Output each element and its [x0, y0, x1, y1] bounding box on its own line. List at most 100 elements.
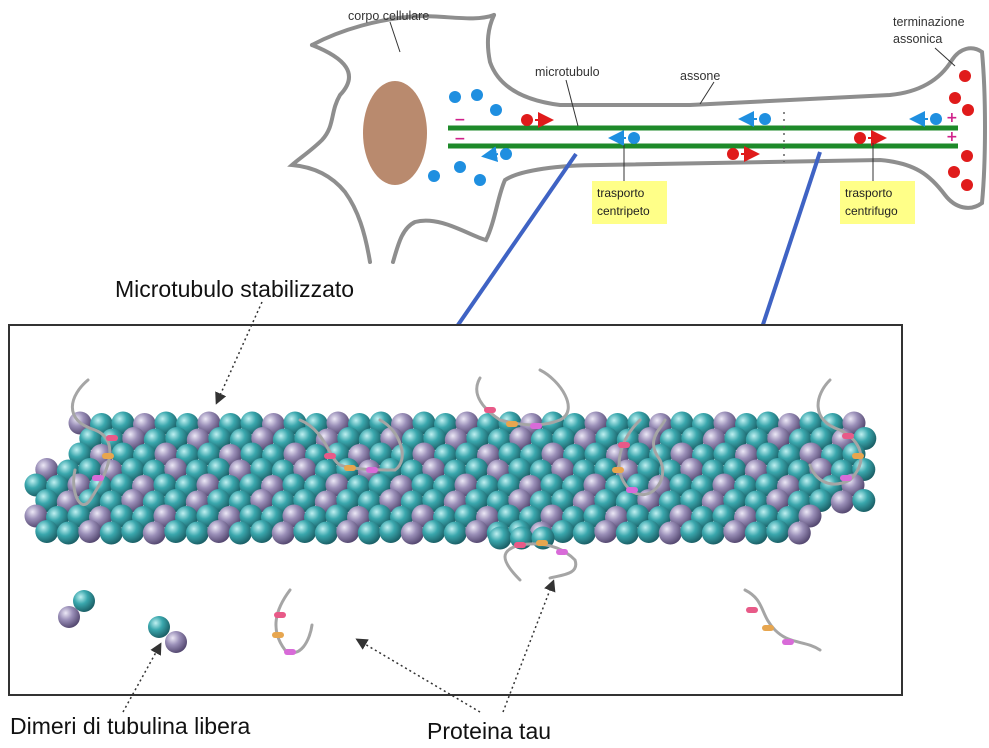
tubulin-subunit	[185, 521, 209, 545]
tubulin-subunit	[766, 520, 790, 543]
tubulin-subunit	[701, 521, 725, 545]
tubulin-subunit	[379, 520, 403, 543]
tau-binding-segment	[366, 467, 378, 473]
tubulin-subunit	[744, 521, 768, 545]
tubulin-subunit	[357, 521, 381, 545]
soma-vesicles	[428, 89, 502, 186]
tau-binding-segment	[782, 639, 794, 645]
tau-binding-segment	[556, 549, 568, 555]
tubulin-subunit	[56, 521, 80, 545]
tau-protein-label: Proteina tau	[427, 718, 551, 744]
minus-sign-lower: −	[454, 131, 466, 147]
tau-binding-segment	[272, 632, 284, 638]
pointer-tau-bound	[502, 579, 556, 713]
tubulin-subunit	[336, 520, 360, 543]
tau-binding-segment	[92, 475, 104, 481]
cell-body-label: corpo cellulare	[348, 9, 429, 23]
tau-binding-segment	[274, 612, 286, 618]
tau-proteins	[70, 368, 864, 655]
centripetal-note-line1: trasporto	[597, 186, 645, 200]
tau-binding-segment	[762, 625, 774, 631]
axon-terminal-label-line2: assonica	[893, 32, 942, 46]
pointer-stabilized	[215, 301, 263, 405]
centrifugal-note-line1: trasporto	[845, 186, 893, 200]
tubulin-subunit	[207, 520, 231, 543]
tubulin-subunit	[551, 520, 575, 543]
free-dimer-2-beta	[165, 631, 187, 653]
tubulin-subunit	[228, 521, 252, 545]
tubulin-subunit	[852, 489, 876, 512]
tau-binding-segment	[106, 435, 118, 441]
tubulin-subunit	[680, 520, 704, 543]
tubulin-subunit	[465, 520, 489, 543]
neuron-illustration: − − + +	[287, 9, 987, 264]
tubulin-subunit	[400, 521, 424, 545]
tubulin-subunit	[443, 521, 467, 545]
tubulin-subunit	[658, 521, 682, 545]
centripetal-cargo	[481, 111, 942, 163]
free-dimer-1-beta	[58, 606, 80, 628]
tubulin-subunit	[35, 520, 59, 543]
stabilized-microtubule-label: Microtubulo stabilizzato	[115, 276, 354, 302]
nucleus	[363, 81, 427, 185]
tau-binding-segment	[536, 540, 548, 546]
tubulin-subunit	[250, 520, 274, 543]
free-dimer-2-alpha	[148, 616, 170, 638]
neuron-membrane	[287, 13, 987, 264]
tubulin-subunit	[798, 504, 822, 528]
tubulin-subunit	[271, 521, 295, 545]
tau-binding-segment	[102, 453, 114, 459]
tubulin-subunit	[142, 521, 166, 545]
tau-chain	[743, 588, 822, 652]
centrifugal-note-line2: centrifugo	[845, 204, 898, 218]
tau-chain	[503, 542, 578, 582]
tau-chain	[808, 378, 863, 486]
tau-binding-segment	[618, 442, 630, 448]
tubulin-subunit	[164, 520, 188, 543]
tau-binding-segment	[852, 453, 864, 459]
tau-binding-segment	[284, 649, 296, 655]
tau-binding-segment	[506, 421, 518, 427]
tau-binding-segment	[746, 607, 758, 613]
free-tubulin-dimers-label: Dimeri di tubulina libera	[10, 713, 251, 739]
tau-binding-segment	[626, 487, 638, 493]
tubulin-subunit	[488, 526, 512, 550]
tubulin-subunit	[293, 520, 317, 543]
free-dimer-1-alpha	[73, 590, 95, 612]
centrifugal-transport-note: trasporto centrifugo	[840, 181, 915, 224]
tau-binding-segment	[484, 407, 496, 413]
tubulin-subunit	[723, 520, 747, 543]
tubulin-subunit	[637, 520, 661, 543]
plus-sign-lower: +	[946, 129, 958, 145]
axon-terminal-label-line1: terminazione	[893, 15, 965, 29]
tubulin-subunit	[572, 521, 596, 545]
tau-binding-segment	[344, 465, 356, 471]
minus-sign-upper: −	[454, 112, 466, 128]
tubulin-subunit	[615, 521, 639, 545]
centrifugal-cargo	[521, 112, 887, 162]
centripetal-note-line2: centripeto	[597, 204, 650, 218]
tubulin-subunit	[830, 490, 854, 514]
tau-binding-segment	[514, 542, 526, 548]
plus-sign-upper: +	[946, 110, 958, 126]
tubulin-subunit	[787, 521, 811, 545]
free-tubulin-dimers	[58, 590, 187, 653]
axon-label: assone	[680, 69, 720, 83]
tubulin-subunit	[594, 520, 618, 543]
tubulin-subunit	[121, 520, 145, 543]
tau-chain	[617, 418, 667, 497]
tubulin-subunit	[99, 521, 123, 545]
microtubule-lattice	[24, 411, 877, 550]
tau-binding-segment	[530, 423, 542, 429]
tubulin-subunit	[314, 521, 338, 545]
pointer-tau-free	[355, 638, 481, 713]
tau-binding-segment	[324, 453, 336, 459]
centripetal-transport-note: trasporto centripeto	[592, 181, 667, 224]
tubulin-subunit	[422, 520, 446, 543]
tau-binding-segment	[840, 475, 852, 481]
tubulin-subunit	[78, 520, 102, 543]
annotation-pointers	[122, 301, 556, 713]
terminal-vesicles	[948, 70, 974, 191]
tau-binding-segment	[612, 467, 624, 473]
